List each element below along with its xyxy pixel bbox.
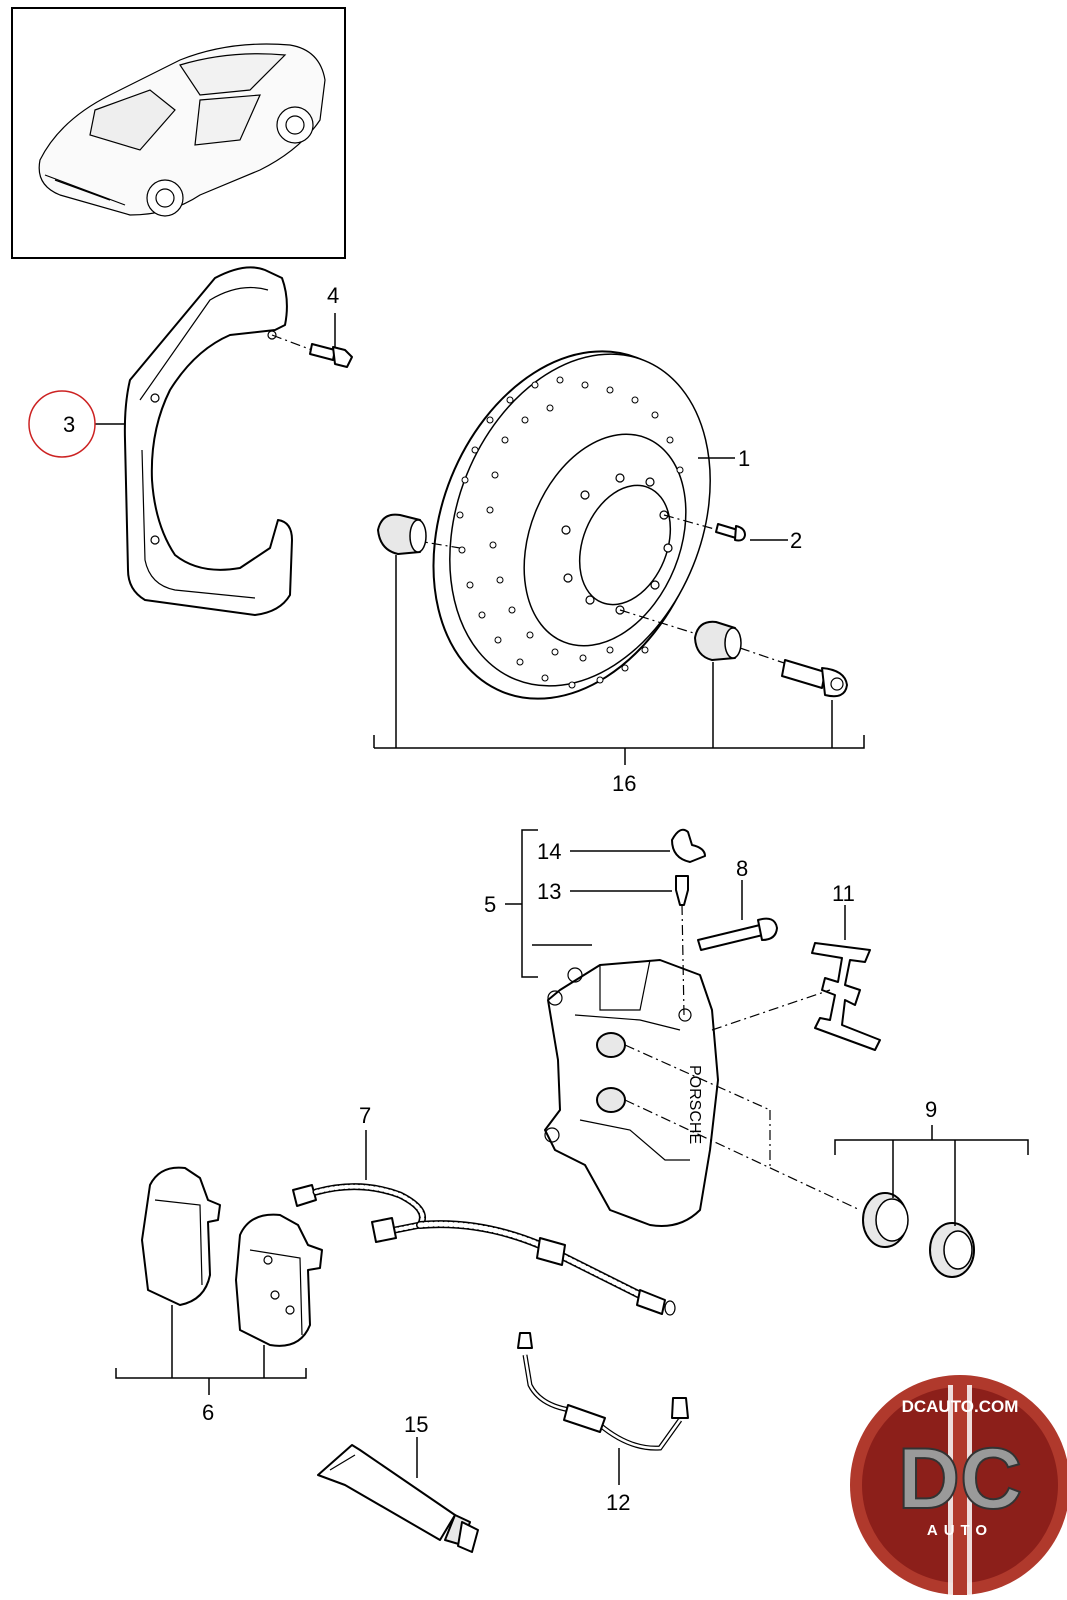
guide-bush-right [619, 609, 742, 661]
callout-11: 11 [832, 881, 855, 906]
brake-pad-1 [141, 1166, 221, 1306]
leader-lines [95, 313, 1029, 1485]
callout-2: 2 [790, 528, 802, 553]
callout-13: 13 [537, 879, 561, 904]
callout-5: 5 [484, 892, 496, 917]
shield-bolt [271, 334, 353, 368]
callout-6: 6 [202, 1400, 214, 1425]
logo-big-text: DC [898, 1431, 1022, 1527]
callout-1: 1 [738, 446, 750, 471]
callout-15: 15 [404, 1412, 428, 1437]
brake-disc [432, 350, 711, 700]
callout-16: 16 [612, 771, 636, 796]
guide-bolt [739, 647, 848, 698]
highlight-circle [28, 390, 96, 458]
piston-seal-2 [929, 1222, 975, 1278]
logo-top-text: DCAUTO.COM [902, 1397, 1019, 1416]
brake-caliper: PORSCHE [544, 959, 719, 1227]
guide-bush-left [377, 513, 461, 555]
callout-12: 12 [606, 1490, 630, 1515]
callout-8: 8 [736, 856, 748, 881]
piston-seal-1 [862, 1192, 909, 1248]
vehicle-overview-inset [11, 7, 346, 259]
disc-screw [663, 514, 746, 542]
car-illustration [38, 43, 326, 217]
callout-14: 14 [537, 839, 561, 864]
callout-4: 4 [327, 283, 339, 308]
brake-pad-2 [235, 1213, 323, 1347]
logo-sub-text: AUTO [927, 1522, 993, 1539]
assembly-paste-tube [317, 1444, 479, 1553]
callout-3: 3 [63, 412, 75, 437]
bleed-screw [675, 875, 689, 1016]
brake-line [517, 1332, 689, 1451]
wear-sensor [292, 1183, 676, 1316]
callout-labels: 1 2 3 4 16 14 13 5 8 11 9 7 6 15 12 [63, 283, 937, 1515]
bleed-cap [671, 828, 706, 863]
piston-seal-kit [624, 1044, 975, 1278]
spreader-spring [711, 942, 881, 1051]
brake-pad-set [141, 1166, 323, 1347]
caliper-brand-text: PORSCHE [686, 1065, 703, 1144]
brake-shield [123, 266, 293, 616]
pad-retaining-pin [697, 917, 778, 951]
callout-7: 7 [359, 1103, 371, 1128]
dcauto-logo: DCAUTO.COM DC AUTO [850, 1375, 1067, 1595]
callout-9: 9 [925, 1097, 937, 1122]
